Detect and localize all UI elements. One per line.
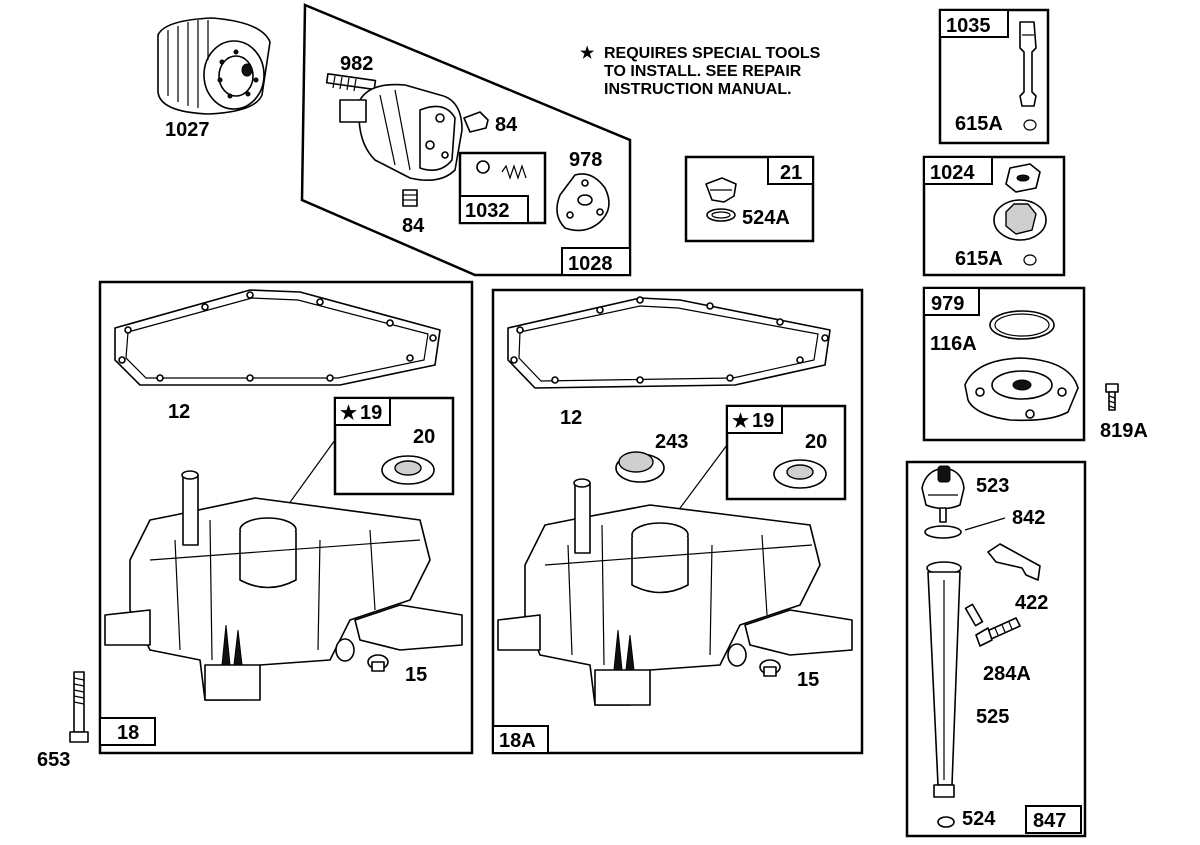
rotor-group-1024: 1024 615A xyxy=(922,155,1066,277)
shaft-group-1035: 1035 615A xyxy=(938,8,1050,145)
label-243: 243 xyxy=(655,431,688,453)
drain-plug-group-21: 21 524A xyxy=(684,155,815,243)
clip-422 xyxy=(987,543,1041,581)
label-525: 525 xyxy=(976,706,1009,728)
label-979: 979 xyxy=(931,293,964,315)
label-1032: 1032 xyxy=(465,200,510,222)
note-line-2: TO INSTALL. SEE REPAIR xyxy=(604,63,802,80)
oil-pump-group-1028: 982 84 84 1032 97 xyxy=(300,3,632,277)
cap-243 xyxy=(615,451,665,483)
label-653: 653 xyxy=(37,749,70,771)
label-12-right: 12 xyxy=(560,407,582,429)
label-15-left: 15 xyxy=(405,664,427,686)
sump-group-18A: 12 243 ★ 19 20 15 18A xyxy=(491,288,864,755)
label-19-left: 19 xyxy=(360,402,382,424)
label-842: 842 xyxy=(1012,507,1045,529)
label-18: 18 xyxy=(117,722,139,744)
label-982: 982 xyxy=(340,53,373,75)
ball-spring-kit-1032: 1032 xyxy=(458,151,547,225)
label-615A-upper: 615A xyxy=(955,113,1003,135)
label-15-right: 15 xyxy=(797,669,819,691)
label-84-right: 84 xyxy=(495,114,518,136)
dipstick-group-847: 523 842 525 422 284A 524 847 xyxy=(905,460,1087,838)
label-1027: 1027 xyxy=(165,119,210,141)
gasket-978 xyxy=(556,173,610,232)
label-20-right: 20 xyxy=(805,431,827,453)
label-819A: 819A xyxy=(1100,420,1148,442)
label-524: 524 xyxy=(962,808,996,830)
label-19-left-star: ★ xyxy=(340,403,357,424)
label-1024: 1024 xyxy=(930,162,975,184)
label-21: 21 xyxy=(780,162,802,184)
bolt-653: 653 xyxy=(37,671,89,771)
oil-filter-1027: 1027 xyxy=(157,17,271,141)
label-524A: 524A xyxy=(742,207,790,229)
label-422: 422 xyxy=(1015,592,1048,614)
label-978: 978 xyxy=(569,149,602,171)
bolt-284A xyxy=(964,603,1021,647)
label-615A-lower: 615A xyxy=(955,248,1003,270)
label-12-left: 12 xyxy=(168,401,190,423)
cover-group-979: 979 116A xyxy=(922,286,1086,442)
label-847: 847 xyxy=(1033,810,1066,832)
label-284A: 284A xyxy=(983,663,1031,685)
note-star: ★ xyxy=(580,45,595,62)
plug-84-lower xyxy=(402,189,418,207)
special-tools-note: ★ REQUIRES SPECIAL TOOLS TO INSTALL. SEE… xyxy=(580,45,821,98)
cap-523 xyxy=(921,465,965,510)
plug-84-right xyxy=(463,111,489,133)
label-84-lower: 84 xyxy=(402,215,425,237)
label-18A: 18A xyxy=(499,730,536,752)
label-19-right: 19 xyxy=(752,410,774,432)
note-line-3: INSTRUCTION MANUAL. xyxy=(604,81,792,98)
label-523: 523 xyxy=(976,475,1009,497)
label-1028: 1028 xyxy=(568,253,613,275)
label-116A: 116A xyxy=(930,333,977,355)
note-line-1: REQUIRES SPECIAL TOOLS xyxy=(604,45,821,62)
bolt-982 xyxy=(325,73,377,92)
label-19-right-star: ★ xyxy=(732,411,749,432)
label-20-left: 20 xyxy=(413,426,435,448)
bolt-819A: 819A xyxy=(1100,383,1148,442)
label-1035: 1035 xyxy=(946,15,991,37)
sump-group-18: 12 ★ 19 20 15 18 xyxy=(98,280,474,755)
